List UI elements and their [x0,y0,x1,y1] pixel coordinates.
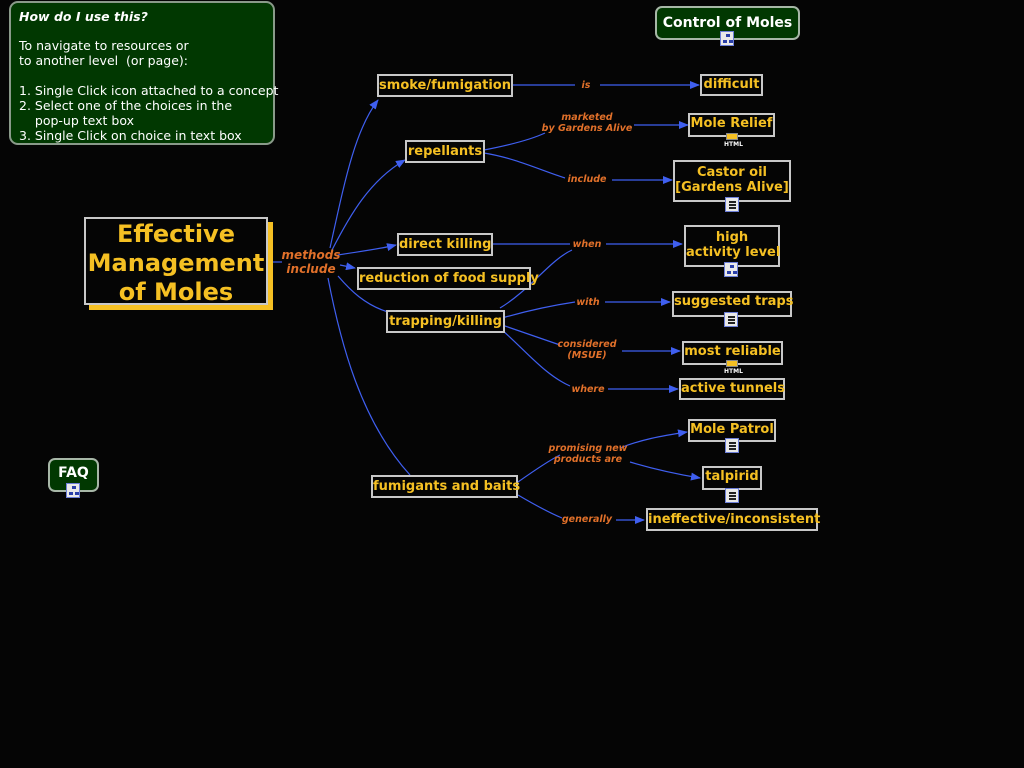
link-where: where [571,384,605,395]
link-text: promising new [548,443,628,454]
concept-trapping-killing: trapping/killing [386,310,505,333]
concept-active-tunnels: active tunnels [679,378,785,400]
concept-smoke-fumigation: smoke/fumigation [377,74,513,97]
help-line: 3. Single Click on choice in text box [19,128,242,143]
concept-difficult: difficult [700,74,763,96]
help-line: 2. Select one of the choices in the [19,98,233,113]
concept-high-activity-level: high activity level [684,225,780,267]
document-icon[interactable] [725,488,739,503]
help-line: pop-up text box [19,113,134,128]
document-icon[interactable] [725,197,739,212]
help-panel: How do I use this? To navigate to resour… [9,1,279,145]
concept-repellants: repellants [405,140,485,163]
concept-reduction-of-food-supply: reduction of food supply [357,267,539,290]
help-line [19,68,265,83]
concept-line: [Gardens Alive] [675,180,789,195]
help-question: How do I use this? [19,9,148,24]
link-text: methods [281,248,341,262]
link-considered: considered (MSUE) [557,339,616,361]
concept-line: high [715,230,749,245]
help-line: to another level (or page): [19,53,188,68]
concept-fumigants-and-baits: fumigants and baits [371,475,520,498]
concept-direct-killing: direct killing [397,233,493,256]
concept-line: activity level [686,245,781,260]
link-text: considered [557,339,617,350]
link-text: (MSUE) [567,350,607,361]
help-line: 1. Single Click icon attached to a conce… [19,83,279,98]
link-text: marketed [561,112,613,123]
link-marketed: marketed by Gardens Alive [542,112,633,134]
control-of-moles-label: Control of Moles [662,15,793,31]
html-page-icon[interactable]: HTML [724,133,743,148]
document-icon[interactable] [725,438,739,453]
link-text: by Gardens Alive [541,123,633,134]
faq-label: FAQ [58,465,89,481]
main-concept-line: of Moles [118,278,234,306]
link-include: include [567,174,607,185]
concept-ineffective-inconsistent: ineffective/inconsistent [646,508,820,531]
main-concept-line: Effective [117,220,235,248]
main-concept-effective-management: Effective Management of Moles [84,217,268,306]
document-icon[interactable] [724,312,738,327]
link-promising: promising new products are [549,443,628,465]
concept-talpirid: talpirid [702,466,762,490]
main-concept-line: Management [87,249,265,277]
html-page-icon[interactable]: HTML [724,360,743,375]
concept-most-reliable: most reliable [682,341,783,365]
link-generally: generally [561,514,613,525]
concept-castor-oil: Castor oil [Gardens Alive] [673,160,791,202]
link-when: when [572,239,602,250]
concept-map-icon[interactable] [66,483,80,498]
link-methods-include: methods include [282,248,341,276]
concept-map-icon[interactable] [720,31,734,46]
link-is: is [581,80,591,91]
link-text: products are [553,454,623,465]
link-text: include [286,262,336,276]
link-with: with [576,297,600,308]
concept-line: Castor oil [697,165,767,180]
concept-map-icon[interactable] [724,262,738,277]
help-line: To navigate to resources or [19,38,189,53]
